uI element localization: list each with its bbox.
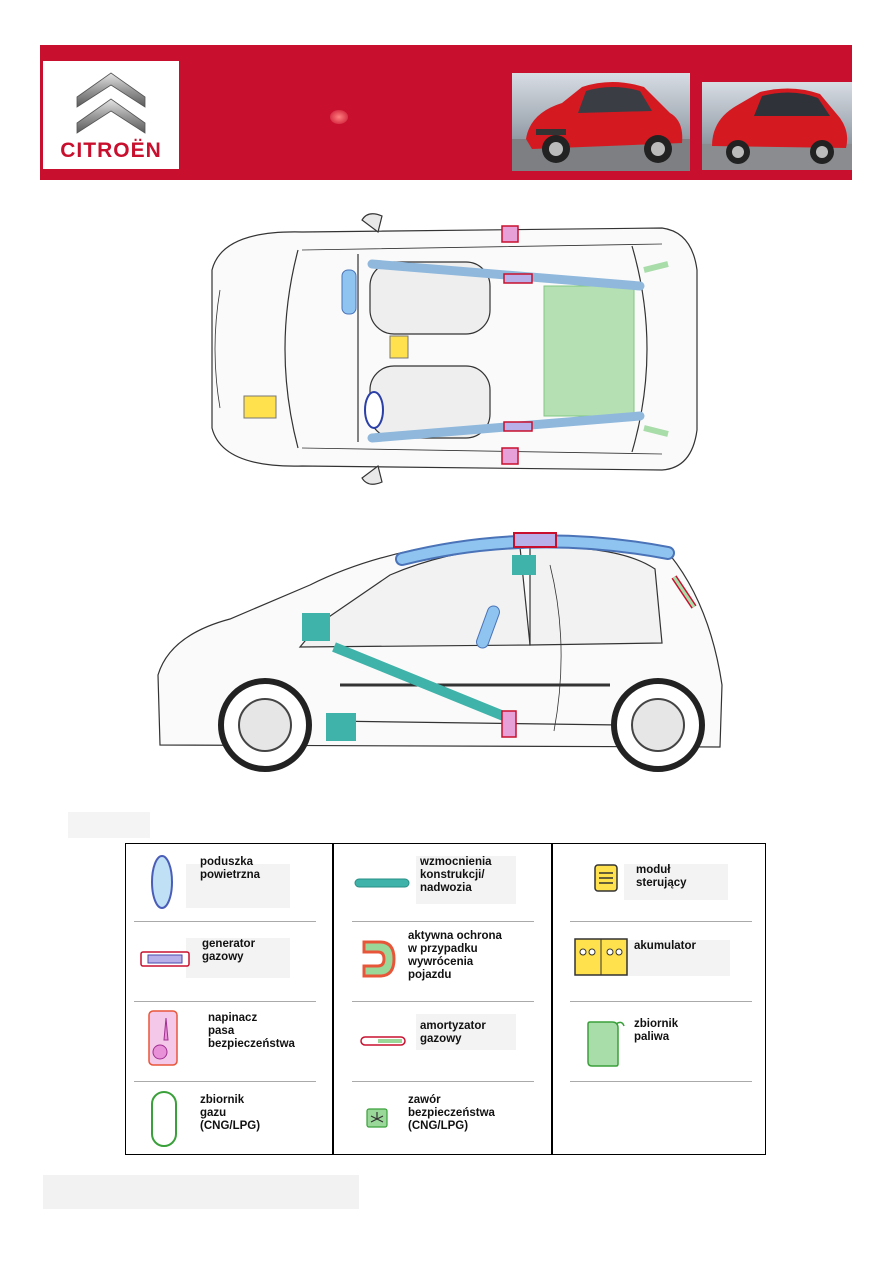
car-side-view-diagram (150, 525, 730, 785)
double-chevron-icon (76, 72, 146, 134)
legend-label-control-module: moduł sterujący (636, 864, 687, 889)
control-module-icon (594, 864, 618, 897)
safety-valve-icon (366, 1108, 388, 1133)
reinforcement-icon (354, 875, 410, 893)
legend-label-pretensioner: napinacz pasa bezpieczeństwa (208, 1012, 295, 1050)
legend-label-gas-generator: generator gazowy (202, 938, 256, 963)
logo-wordmark: CITROËN (60, 139, 162, 162)
airbag-marker (341, 269, 357, 315)
car-photo-front (512, 73, 690, 171)
faint-label-box (68, 812, 150, 838)
glow-dot (330, 110, 348, 124)
legend-column-divider (551, 844, 553, 1154)
legend-label-airbag: poduszka powietrzna (200, 856, 261, 881)
legend-row-separator (352, 921, 534, 922)
fuel-tank-marker (543, 285, 635, 417)
legend-label-fuel-tank: zbiornik paliwa (634, 1018, 679, 1043)
gas-strut-icon (360, 1034, 406, 1052)
legend-row-separator (134, 921, 316, 922)
legend-label-gas-strut: amortyzator gazowy (420, 1020, 486, 1045)
car-photo-rear (702, 82, 852, 170)
gas-tank-icon (150, 1090, 178, 1153)
legend-label-reinforcement: wzmocnienia konstrukcji/ nadwozia (420, 856, 492, 894)
legend-column-divider (332, 844, 334, 1154)
car-top-view-diagram (192, 210, 704, 488)
rollover-protection-icon (360, 936, 396, 987)
legend-label-rollover: aktywna ochrona w przypadku wywrócenia p… (408, 930, 502, 981)
belt-pretensioner-icon (148, 1010, 178, 1071)
legend-table: poduszka powietrzna wzmocnienia konstruk… (125, 843, 766, 1155)
legend-row-separator (570, 921, 752, 922)
legend-row-separator (570, 1001, 752, 1002)
legend-row-separator (352, 1081, 534, 1082)
faint-footer-box (43, 1175, 359, 1209)
legend-label-safety-valve: zawór bezpieczeństwa (CNG/LPG) (408, 1094, 495, 1132)
fuel-tank-icon (586, 1016, 626, 1073)
legend-label-gas-tank: zbiornik gazu (CNG/LPG) (200, 1094, 261, 1132)
legend-row-separator (134, 1001, 316, 1002)
battery-icon (574, 938, 628, 981)
legend-row-separator (570, 1081, 752, 1082)
citroen-logo: CITROËN (43, 61, 179, 169)
legend-row-separator (352, 1001, 534, 1002)
gas-generator-icon (140, 950, 190, 973)
legend-row-separator (134, 1081, 316, 1082)
legend-label-battery: akumulator (634, 940, 696, 952)
airbag-icon (150, 854, 174, 915)
